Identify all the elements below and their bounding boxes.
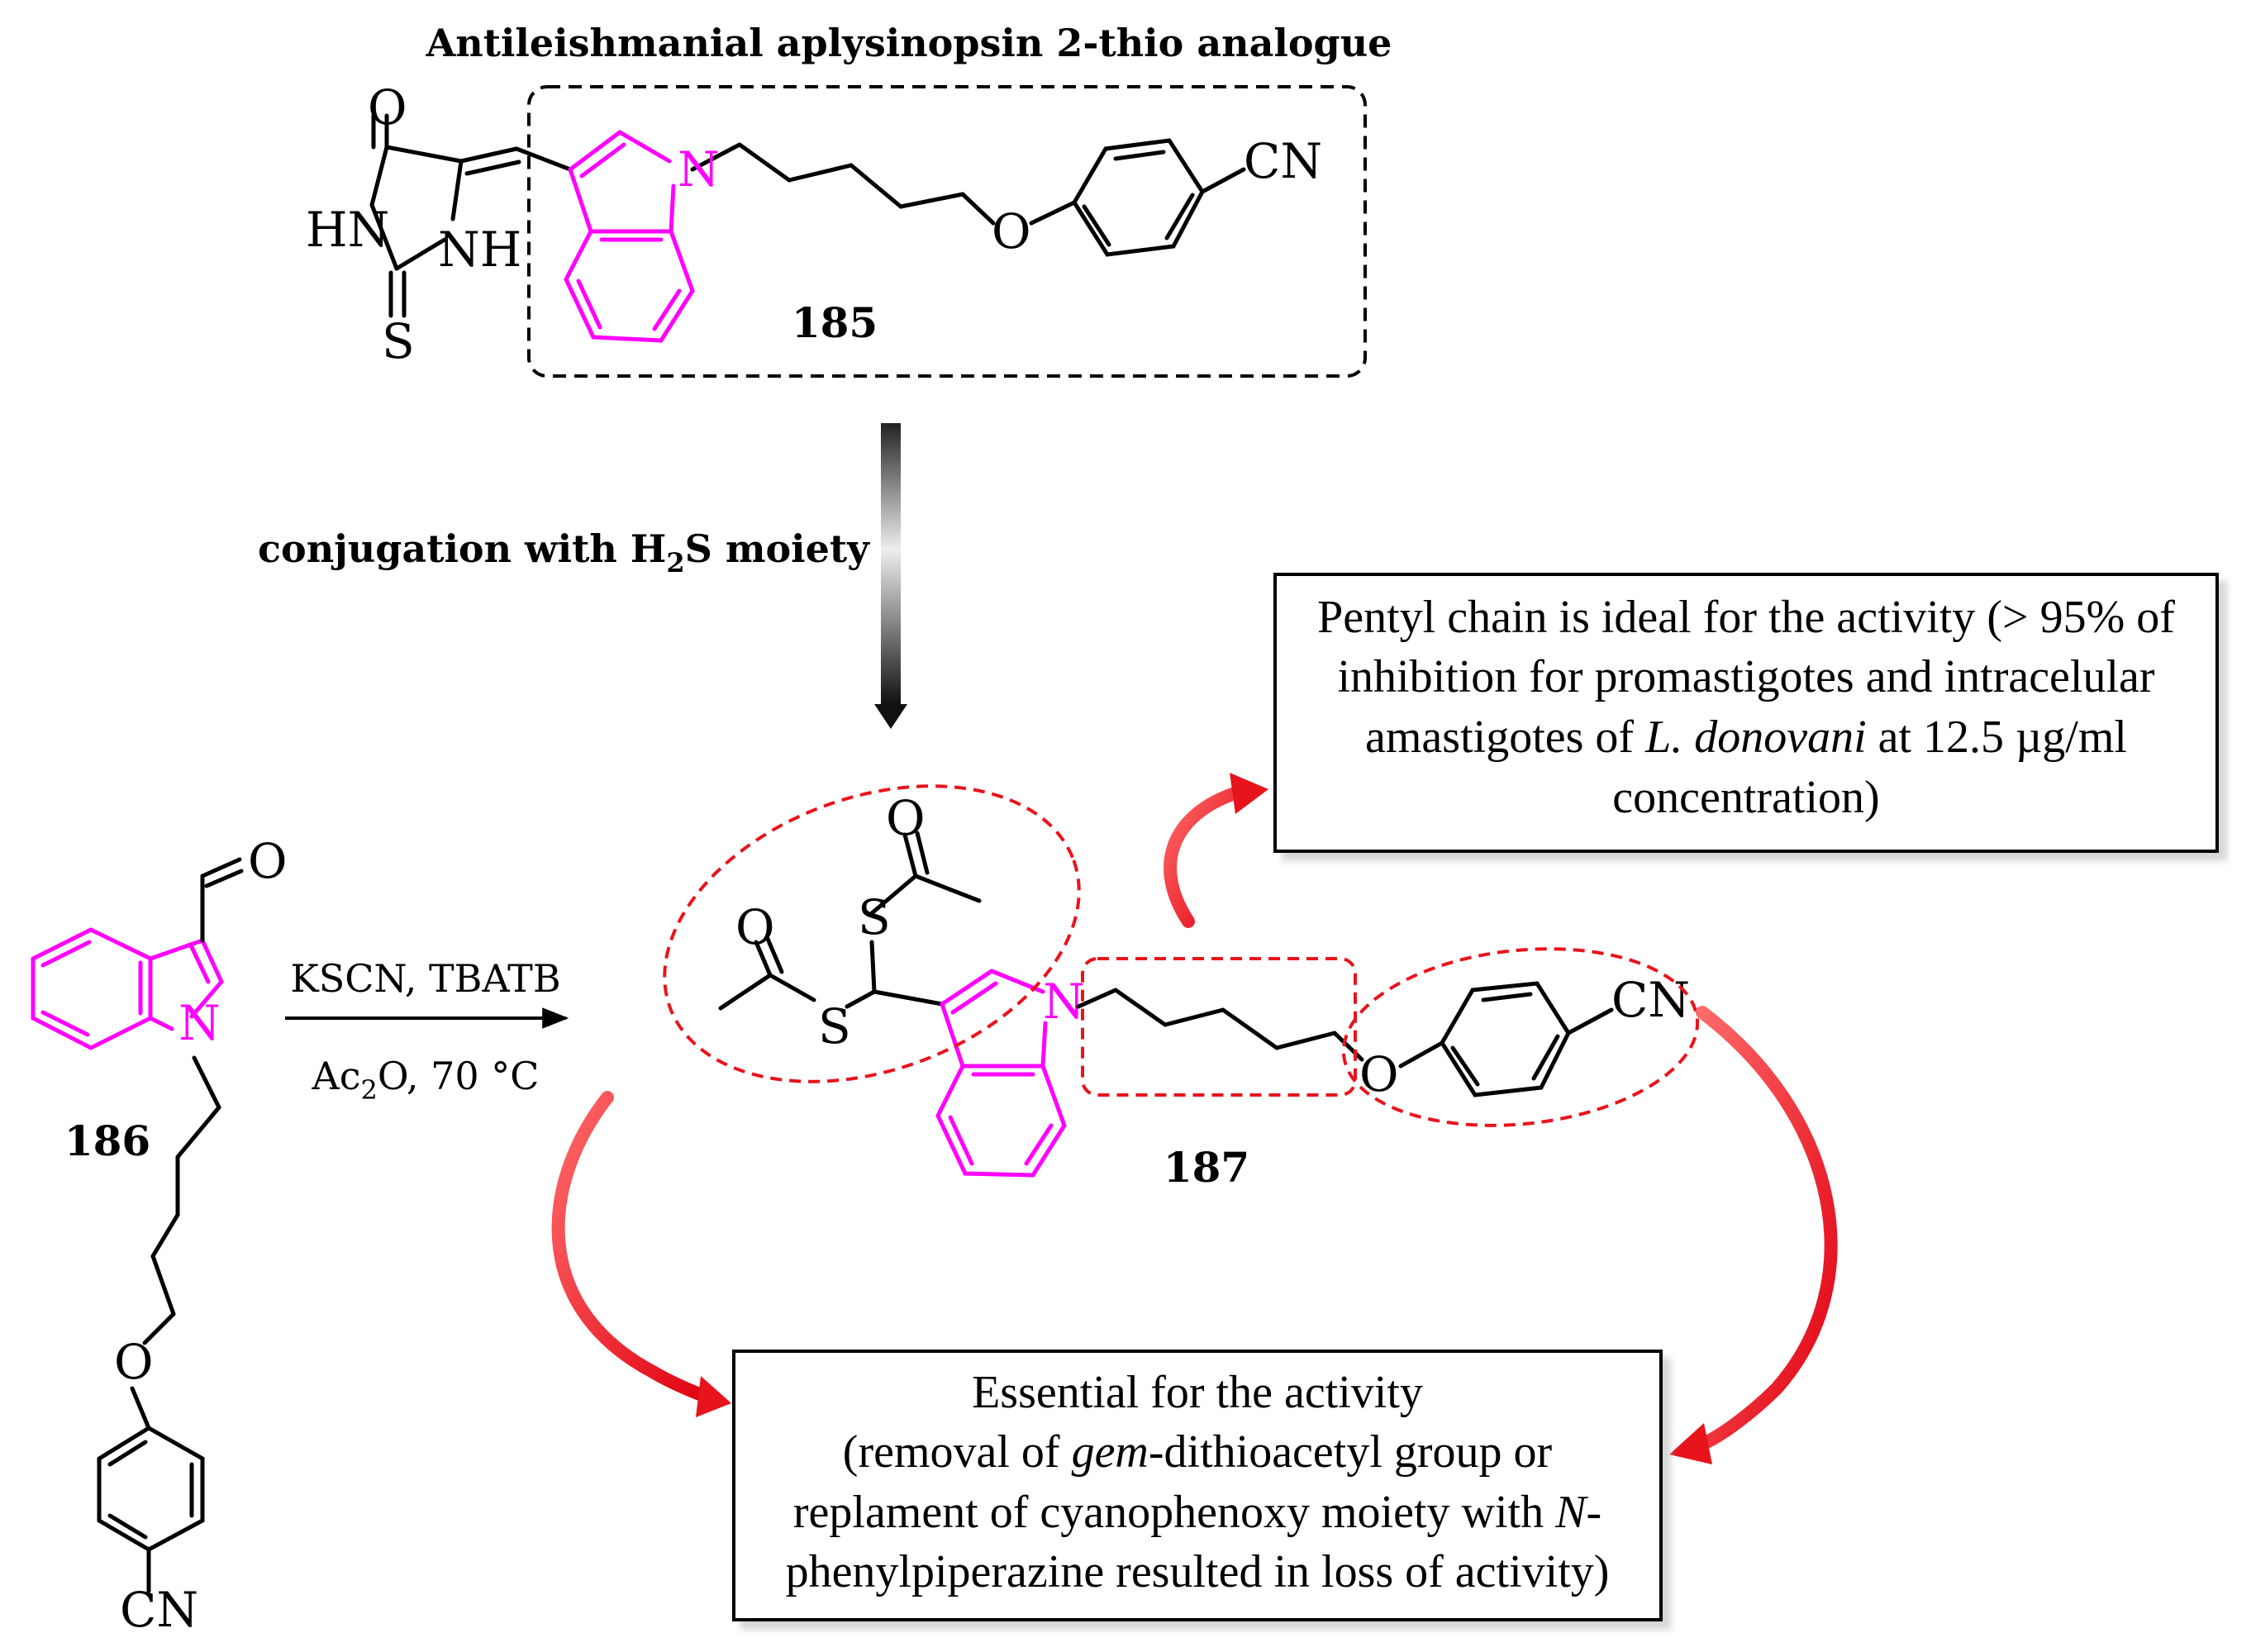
compound-186-label: 186 xyxy=(64,1116,150,1165)
compound-187-chain xyxy=(1076,981,1614,1097)
compound-186-cn-label: CN xyxy=(120,1582,198,1638)
compound-185-hn-label: HN xyxy=(306,202,389,258)
pentyl-note-line-4: concentration) xyxy=(1612,772,1879,823)
compound-187-ether-o-label: O xyxy=(1359,1046,1399,1102)
compound-187-label: 187 xyxy=(1164,1143,1249,1192)
reagents-top: KSCN, TBATB xyxy=(290,956,560,1001)
compound-185-ether-o-label: O xyxy=(992,203,1031,259)
essential-note-line-2: (removal of gem-dithioacetyl group or xyxy=(843,1426,1553,1478)
reagents-bottom: Ac2O, 70 °C xyxy=(312,1054,540,1106)
compound-187-lower-o-label: O xyxy=(735,899,775,955)
essential-note-line-4: phenylpiperazine resulted in loss of act… xyxy=(786,1546,1610,1597)
compound-186-aldehyde-o-label: O xyxy=(248,833,288,889)
compound-185-thione-s-label: S xyxy=(382,313,415,369)
compound-186-indole-n-label: N xyxy=(178,995,221,1051)
pentyl-chain-highlight xyxy=(1081,957,1357,1097)
cyanophenoxy-to-essential-arrow xyxy=(1669,1006,1838,1464)
conjugation-label: conjugation with H2S moiety xyxy=(258,526,870,578)
compound-185-carbonyl-o-label: O xyxy=(368,79,407,136)
essential-note-line-3: replament of cyanophenoxy moiety with N- xyxy=(793,1487,1601,1538)
pentyl-note-line-1: Pentyl chain is ideal for the activity (… xyxy=(1317,592,2175,643)
compound-185-nh-label: NH xyxy=(438,221,521,278)
compound-187-indole-n-label: N xyxy=(1043,974,1085,1030)
compound-186-indole xyxy=(31,927,224,1050)
essential-note-line-1: Essential for the activity xyxy=(972,1367,1423,1418)
compound-185-indole-n-label: N xyxy=(678,141,720,198)
compound-186-chain xyxy=(97,857,244,1593)
compound-185-structure xyxy=(369,113,1246,318)
conjugation-arrow xyxy=(874,423,907,729)
dithioacetyl-to-essential-arrow xyxy=(551,1091,731,1417)
pentyl-note-line-2: inhibition for promastigotes and intrace… xyxy=(1337,651,2154,702)
compound-185-label: 185 xyxy=(792,298,878,347)
essential-note-box: Essential for the activity (removal of g… xyxy=(732,1350,1663,1621)
pentyl-to-note-arrow xyxy=(1164,773,1268,928)
compound-187-upper-o-label: O xyxy=(886,790,926,846)
compound-187-dithioacetal xyxy=(718,831,982,1011)
cyanophenoxy-highlight xyxy=(1341,947,1700,1127)
compound-187-cn-label: CN xyxy=(1611,972,1690,1028)
scheme-title: Antileishmanial aplysinopsin 2-thio anal… xyxy=(426,21,1392,65)
pentyl-note-line-3: amastigotes of L. donovani at 12.5 µg/ml xyxy=(1365,712,2127,763)
compound-186-ether-o-label: O xyxy=(114,1334,154,1390)
gem-dithioacetyl-highlight xyxy=(663,784,1081,1083)
pentyl-note-box: Pentyl chain is ideal for the activity (… xyxy=(1273,573,2219,853)
compound-187-upper-s-label: S xyxy=(858,889,891,945)
compound-187-lower-s-label: S xyxy=(818,998,851,1055)
compound-185-dashed-box xyxy=(527,85,1367,378)
compound-185-cn-label: CN xyxy=(1244,133,1322,189)
compound-185-indole xyxy=(564,130,695,343)
